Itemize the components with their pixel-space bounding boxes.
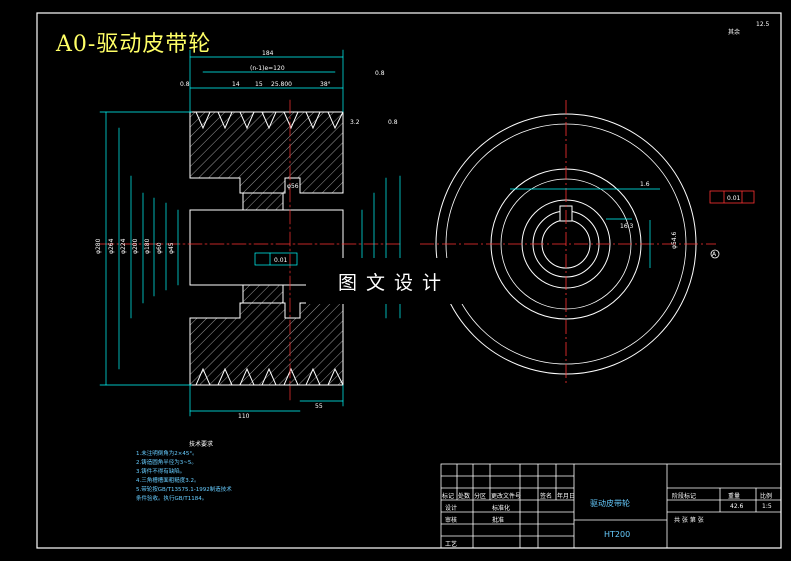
tb-left-label: 标准化 xyxy=(492,505,511,512)
dim-groove-depth: 25.800 xyxy=(271,81,292,88)
note-line: 3.铸件不得有缺陷。 xyxy=(136,469,186,475)
watermark-banner: 图文设计 xyxy=(306,258,482,304)
dim-side-roughness-b: 3.2 xyxy=(350,119,360,126)
runout-frame xyxy=(709,190,755,204)
bottom-dims xyxy=(189,384,344,417)
tb-scale-label: 比例 xyxy=(760,493,773,500)
section-lower xyxy=(189,302,344,386)
corner-roughness-value: 12.5 xyxy=(756,21,770,28)
tb-material: HT200 xyxy=(604,530,631,539)
dim-hub-length: 110 xyxy=(238,413,250,420)
dim-groove-angle: 38° xyxy=(320,81,331,88)
note-line: 1.未注明倒角为2×45°。 xyxy=(136,451,198,457)
dim-tolerance-value: 0.01 xyxy=(274,257,288,264)
tb-row-label: 年月日 xyxy=(557,493,576,500)
tb-stage-label: 阶段标记 xyxy=(672,493,697,500)
dim-groove-pitch: 14 xyxy=(232,81,240,88)
dim-side-roughness-a: 0.8 xyxy=(180,81,190,88)
dim-dia-60: φ60 xyxy=(156,242,163,254)
tb-scale-value: 1:5 xyxy=(762,503,772,510)
tb-weight-value: 42.6 xyxy=(730,503,744,510)
dim-side-diameter: φ54.6 xyxy=(671,232,678,250)
corner-roughness-label: 其余 xyxy=(728,28,740,36)
tb-row-label: 处数 xyxy=(458,493,471,500)
dim-dia-180: φ180 xyxy=(144,238,151,254)
technical-requirements: 技术要求 1.未注明倒角为2×45°。 2.铸造圆角半径为3~5。 3.铸件不得… xyxy=(136,440,266,504)
tb-left-label: 工艺 xyxy=(445,541,458,548)
dim-dia-264: φ264 xyxy=(108,238,115,254)
section-upper xyxy=(189,111,344,194)
front-view xyxy=(99,49,401,417)
dim-roughness-top: 0.8 xyxy=(375,70,385,77)
dim-web-offset: 55 xyxy=(315,403,323,410)
notes-heading: 技术要求 xyxy=(188,441,213,448)
note-line: 条件验收。执行GB/T1184。 xyxy=(136,496,208,502)
dim-overall-width: 184 xyxy=(262,50,274,57)
dim-groove-spacing: 15 xyxy=(255,81,263,88)
tb-left-label: 设计 xyxy=(445,505,458,512)
dim-bore: φ56 xyxy=(287,183,299,190)
grooves-top xyxy=(189,111,344,130)
tb-row-label: 分区 xyxy=(474,493,487,500)
dim-side-roughness-c: 0.8 xyxy=(388,119,398,126)
left-diameter-dims xyxy=(99,111,193,386)
grooves-bottom xyxy=(189,367,344,386)
tb-row-label: 标记 xyxy=(442,493,455,500)
side-view xyxy=(420,100,755,385)
tb-sheet-label: 共 张 第 张 xyxy=(674,517,704,524)
title-block-lines xyxy=(440,463,782,549)
note-line: 4.三角槽槽面粗糙度3.2。 xyxy=(136,478,200,484)
dim-dia-200: φ200 xyxy=(132,238,139,254)
top-dims xyxy=(189,49,344,113)
datum-marker xyxy=(710,249,720,259)
tb-row-label: 签名 xyxy=(540,493,553,500)
dim-key-width: 16.3 xyxy=(620,223,634,230)
datum-letter: A xyxy=(712,251,717,258)
dim-runout-value: 0.01 xyxy=(727,195,741,202)
dim-dia-45: φ45 xyxy=(168,242,175,254)
tb-part-name: 驱动皮带轮 xyxy=(590,499,630,508)
tb-weight-label: 重量 xyxy=(728,493,741,500)
note-line: 5.带轮按GB/T13575.1-1992制造技术 xyxy=(136,487,232,493)
dim-groove-pitch-total: (n-1)e=120 xyxy=(250,65,285,72)
dim-dia-280: φ280 xyxy=(95,238,102,254)
sheet-border xyxy=(36,12,782,549)
dim-dia-224: φ224 xyxy=(120,238,127,254)
tb-left-label: 批准 xyxy=(492,517,505,524)
tb-left-label: 审核 xyxy=(445,517,458,524)
tolerance-frame xyxy=(254,252,298,266)
tb-row-label: 更改文件号 xyxy=(491,493,522,500)
dim-roughness-side: 1.6 xyxy=(640,181,650,188)
drawing-title: A0-驱动皮带轮 xyxy=(56,32,212,57)
note-line: 2.铸造圆角半径为3~5。 xyxy=(136,460,197,466)
